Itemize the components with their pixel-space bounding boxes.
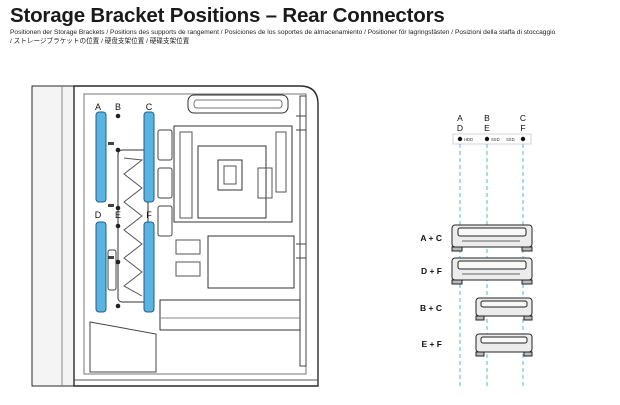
- legend-col-top-2: B: [484, 113, 490, 123]
- connector-tag-2: SSD: [491, 137, 500, 142]
- bracket-c-rail: [143, 111, 155, 203]
- storage-brackets: [95, 111, 155, 313]
- combo-label-1: A + C: [420, 233, 442, 243]
- bracket-a-rail: [95, 111, 107, 203]
- legend-col-bottom-1: D: [457, 123, 463, 133]
- motherboard: [173, 125, 293, 223]
- bracket-f-rail: [143, 221, 155, 313]
- bracket-label-b: B: [115, 102, 121, 112]
- pc-case: [31, 85, 319, 387]
- connector-tag-1: HDD: [464, 137, 473, 142]
- legend-col-top-1: A: [457, 113, 463, 123]
- connector-strip: HDD SSD SSD: [452, 133, 532, 145]
- legend-col-bottom-3: F: [520, 123, 525, 133]
- bracket-label-d: D: [95, 210, 102, 220]
- bracket-d-rail: [95, 221, 107, 313]
- combo-label-2: D + F: [421, 266, 442, 276]
- bracket-label-e: E: [115, 210, 121, 220]
- bracket-labels: A B C D E F: [95, 102, 153, 220]
- subtitle-line-2: / ストレージブラケットの位置 / 硬盘支架位置 / 硬碟支架位置: [10, 38, 190, 45]
- combo-labels: A + C D + F B + C E + F: [420, 233, 442, 349]
- case-front-panel: [31, 85, 75, 387]
- legend-col-top-3: C: [520, 113, 526, 123]
- combo-label-3: B + C: [420, 303, 442, 313]
- bracket-label-a: A: [95, 102, 101, 112]
- drive-a-c: [451, 224, 533, 252]
- page-title: Storage Bracket Positions – Rear Connect…: [10, 4, 445, 27]
- page-subtitle: Positionen der Storage Brackets / Positi…: [10, 28, 610, 46]
- connector-tag-3: SSD: [506, 137, 515, 142]
- combo-label-4: E + F: [421, 339, 442, 349]
- top-rail: [187, 94, 289, 114]
- legend-columns: A B C D E F: [457, 113, 526, 133]
- drive-d-f: [451, 257, 533, 285]
- case-body: [73, 85, 319, 387]
- psu-shroud: [159, 299, 301, 331]
- bracket-label-c: C: [146, 102, 153, 112]
- bracket-label-f: F: [146, 210, 152, 220]
- drive-e-f: [475, 333, 533, 357]
- psu-area: [207, 235, 295, 289]
- legend-col-bottom-2: E: [484, 123, 490, 133]
- drive-b-c: [475, 297, 533, 321]
- subtitle-line-1: Positionen der Storage Brackets / Positi…: [10, 29, 556, 36]
